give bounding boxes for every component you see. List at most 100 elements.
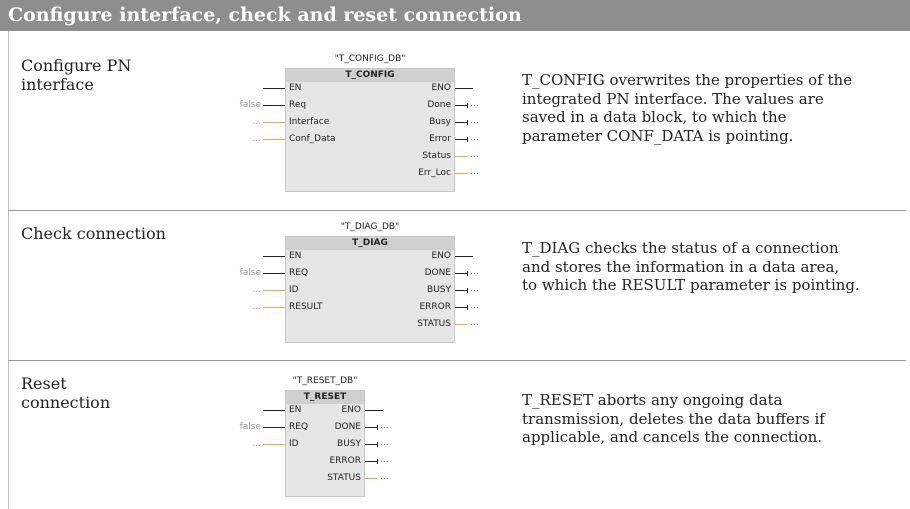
output-wire bbox=[365, 444, 377, 445]
output-value: ... bbox=[470, 284, 479, 294]
wire-end-cap bbox=[467, 103, 468, 108]
input-pin-id: ID bbox=[289, 439, 299, 449]
output-pin-error: ERROR bbox=[419, 302, 451, 312]
row-label-line: interface bbox=[21, 75, 94, 94]
input-wire bbox=[263, 273, 285, 274]
input-value: ... bbox=[252, 302, 261, 312]
output-value: ... bbox=[380, 421, 389, 431]
input-pin-id: ID bbox=[289, 285, 299, 295]
row-label-line: Configure PN bbox=[21, 56, 132, 75]
section-header: Configure interface, check and reset con… bbox=[0, 0, 910, 31]
output-value: ... bbox=[470, 116, 479, 126]
row-label-line: Reset bbox=[21, 374, 67, 393]
row-separator bbox=[8, 210, 906, 211]
output-wire bbox=[455, 324, 467, 325]
wire-end-cap bbox=[467, 137, 468, 142]
wire-end-cap bbox=[467, 305, 468, 310]
description-line: saved in a data block, to which the bbox=[522, 108, 787, 126]
output-wire bbox=[455, 307, 467, 308]
wire-end-cap bbox=[467, 271, 468, 276]
input-value: ... bbox=[252, 439, 261, 449]
input-value: false bbox=[239, 268, 261, 278]
instance-db-label: "T_CONFIG_DB" bbox=[334, 54, 406, 64]
input-value: false bbox=[239, 100, 261, 110]
output-pin-eno: ENO bbox=[431, 83, 451, 93]
row-label-check-connection: Check connection bbox=[21, 224, 166, 243]
input-pin-en: EN bbox=[289, 83, 302, 93]
output-pin-eno: ENO bbox=[431, 251, 451, 261]
output-pin-err-loc: Err_Loc bbox=[418, 168, 451, 178]
output-value: ... bbox=[470, 267, 479, 277]
block-body: T_RESET bbox=[285, 390, 365, 497]
block-body: T_DIAG bbox=[285, 236, 455, 343]
description-line: transmission, deletes the data buffers i… bbox=[522, 409, 825, 428]
output-value: ... bbox=[470, 167, 479, 177]
description-line: and stores the information in a data are… bbox=[522, 257, 840, 276]
input-wire bbox=[263, 290, 285, 291]
output-pin-error: Error bbox=[429, 134, 451, 144]
block-name: T_DIAG bbox=[286, 237, 454, 250]
block-name: T_RESET bbox=[286, 391, 364, 404]
wire-end-cap bbox=[377, 425, 378, 430]
output-wire bbox=[455, 156, 467, 157]
input-wire bbox=[263, 122, 285, 123]
output-pin-busy: BUSY bbox=[427, 285, 451, 295]
input-value: false bbox=[239, 422, 261, 432]
instance-db-label: "T_DIAG_DB" bbox=[340, 222, 400, 232]
output-wire bbox=[455, 273, 467, 274]
block-body: T_CONFIG bbox=[285, 68, 455, 192]
output-wire bbox=[455, 88, 473, 89]
input-pin-interface: Interface bbox=[289, 117, 330, 127]
input-value: ... bbox=[252, 134, 261, 144]
left-rule bbox=[8, 31, 9, 509]
output-pin-eno: ENO bbox=[341, 405, 361, 415]
output-pin-busy: Busy bbox=[429, 117, 451, 127]
output-wire bbox=[455, 105, 467, 106]
output-wire bbox=[365, 461, 377, 462]
output-value: ... bbox=[470, 99, 479, 109]
input-pin-result: RESULT bbox=[289, 302, 323, 312]
row-label-line: connection bbox=[21, 393, 111, 412]
row-description-configure-pn: T_CONFIG overwrites the properties of th… bbox=[522, 71, 908, 145]
input-wire bbox=[263, 444, 285, 445]
input-pin-req: REQ bbox=[289, 268, 309, 278]
input-value: ... bbox=[252, 117, 261, 127]
input-value: ... bbox=[252, 285, 261, 295]
output-value: ... bbox=[380, 455, 389, 465]
output-wire bbox=[455, 256, 473, 257]
wire-end-cap bbox=[377, 459, 378, 464]
row-separator bbox=[8, 360, 906, 361]
input-wire bbox=[263, 139, 285, 140]
output-value: ... bbox=[380, 472, 389, 482]
description-line: T_CONFIG overwrites the properties of th… bbox=[522, 71, 853, 89]
row-description-reset-connection: T_RESET aborts any ongoing data transmis… bbox=[522, 391, 908, 447]
input-pin-conf-data: Conf_Data bbox=[289, 134, 336, 144]
description-line: parameter CONF_DATA is pointing. bbox=[522, 126, 794, 145]
input-wire bbox=[263, 88, 285, 89]
input-wire bbox=[263, 427, 285, 428]
output-pin-status: STATUS bbox=[327, 473, 361, 483]
row-description-check-connection: T_DIAG checks the status of a connection… bbox=[522, 239, 908, 295]
instance-db-label: "T_RESET_DB" bbox=[292, 376, 358, 386]
output-pin-done: Done bbox=[427, 100, 451, 110]
output-wire bbox=[455, 139, 467, 140]
wire-end-cap bbox=[467, 120, 468, 125]
input-pin-req: Req bbox=[289, 100, 307, 110]
output-wire bbox=[365, 410, 383, 411]
output-pin-status: STATUS bbox=[417, 319, 451, 329]
output-wire bbox=[455, 122, 467, 123]
row-label-line: Check connection bbox=[21, 224, 166, 243]
wire-end-cap bbox=[467, 288, 468, 293]
output-value: ... bbox=[470, 133, 479, 143]
description-line: T_RESET aborts any ongoing data bbox=[522, 391, 783, 409]
input-wire bbox=[263, 410, 285, 411]
wire-end-cap bbox=[377, 442, 378, 447]
input-wire bbox=[263, 105, 285, 106]
output-wire bbox=[455, 290, 467, 291]
output-pin-busy: BUSY bbox=[337, 439, 361, 449]
section-title: Configure interface, check and reset con… bbox=[8, 4, 522, 26]
row-label-configure-pn: Configure PN interface bbox=[21, 56, 131, 94]
output-pin-done: DONE bbox=[334, 422, 361, 432]
